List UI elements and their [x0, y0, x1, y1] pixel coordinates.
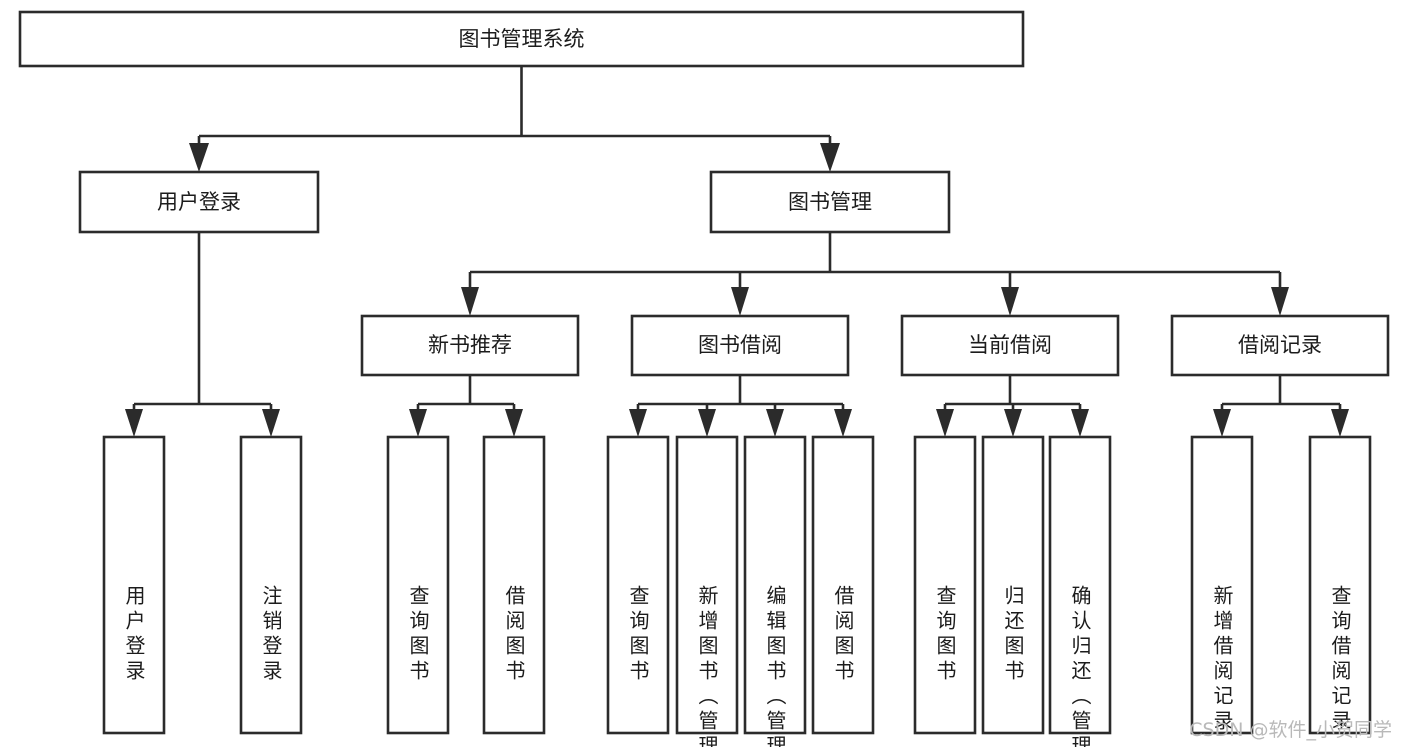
- arrow-head-bookborrow-leaf-3: [766, 409, 784, 437]
- arrow-head-borrow-record: [1271, 287, 1289, 316]
- arrow-head-leaf-user-login: [125, 409, 143, 437]
- arrow-head-currentborrow-leaf-3: [1071, 409, 1089, 437]
- leaf-newbook-borrow-label: 借阅图书: [502, 585, 526, 685]
- leaf-newbook-query-label: 查询图书: [406, 585, 430, 685]
- arrow-head-book-manage: [820, 143, 840, 172]
- leaf-bookborrow-edit-box[interactable]: [743, 435, 807, 735]
- arrow-head-borrowrecord-leaf-1: [1213, 409, 1231, 437]
- leaf-currentborrow-query[interactable]: 查询图书: [913, 435, 977, 735]
- node-new-book-recommend[interactable]: 新书推荐: [360, 314, 580, 377]
- leaf-borrowrecord-add[interactable]: 新增借阅记录: [1190, 435, 1254, 735]
- csdn-watermark: CSDN @软件_小贺同学: [1189, 719, 1392, 741]
- node-new-book-recommend-label: 新书推荐: [428, 333, 512, 357]
- leaf-bookborrow-borrow-box[interactable]: [811, 435, 875, 735]
- node-new-book-recommend-box[interactable]: [360, 314, 580, 377]
- leaf-borrowrecord-query[interactable]: 查询借阅记录: [1308, 435, 1372, 735]
- arrow-head-newbook-leaf-1: [409, 409, 427, 437]
- leaf-currentborrow-return[interactable]: 归还图书: [981, 435, 1045, 735]
- leaf-bookborrow-query-box[interactable]: [606, 435, 670, 735]
- node-current-borrow[interactable]: 当前借阅: [900, 314, 1120, 377]
- node-borrow-record-box[interactable]: [1170, 314, 1390, 377]
- node-user-login[interactable]: 用户登录: [78, 170, 320, 234]
- leaf-borrowrecord-add-box[interactable]: [1190, 435, 1254, 735]
- arrow-head-user-login: [189, 143, 209, 172]
- node-system-root-box[interactable]: [18, 10, 1025, 68]
- node-book-manage-label: 图书管理: [788, 190, 872, 214]
- node-book-manage[interactable]: 图书管理: [709, 170, 951, 234]
- leaf-bookborrow-edit-label: 编辑图书（管理员）: [763, 585, 787, 747]
- leaf-bookborrow-add-box[interactable]: [675, 435, 739, 735]
- node-borrow-record-label: 借阅记录: [1238, 333, 1322, 357]
- leaf-bookborrow-add-label: 新增图书（管理员）: [695, 585, 719, 747]
- arrow-head-bookborrow-leaf-4: [834, 409, 852, 437]
- leaf-newbook-borrow[interactable]: 借阅图书: [482, 435, 546, 735]
- leaf-currentborrow-query-box[interactable]: [913, 435, 977, 735]
- leaf-bookborrow-borrow-label: 借阅图书: [831, 585, 855, 685]
- leaf-currentborrow-confirm-box[interactable]: [1048, 435, 1112, 735]
- node-borrow-record[interactable]: 借阅记录: [1170, 314, 1390, 377]
- arrow-head-current-borrow: [1001, 287, 1019, 316]
- leaf-user-login-login-label: 用户登录: [122, 585, 146, 685]
- leaf-currentborrow-confirm[interactable]: 确认归还（管理员）: [1048, 435, 1112, 747]
- leaf-newbook-borrow-box[interactable]: [482, 435, 546, 735]
- leaf-borrowrecord-query-label: 查询借阅记录: [1328, 585, 1352, 735]
- node-system-root[interactable]: 图书管理系统: [18, 10, 1025, 68]
- leaf-currentborrow-return-label: 归还图书: [1001, 585, 1025, 685]
- leaf-currentborrow-confirm-label: 确认归还（管理员）: [1068, 585, 1092, 747]
- connector-layer: [125, 66, 1349, 437]
- leaf-user-login-logout[interactable]: 注销登录: [239, 435, 303, 735]
- leaf-newbook-query-box[interactable]: [386, 435, 450, 735]
- leaf-currentborrow-return-box[interactable]: [981, 435, 1045, 735]
- node-system-root-label: 图书管理系统: [459, 27, 585, 51]
- arrow-head-bookborrow-leaf-1: [629, 409, 647, 437]
- arrow-head-new-book: [461, 287, 479, 316]
- leaf-user-login-logout-box[interactable]: [239, 435, 303, 735]
- leaf-user-login-login[interactable]: 用户登录: [102, 435, 166, 735]
- node-user-login-label: 用户登录: [157, 190, 241, 214]
- leaf-user-login-login-box[interactable]: [102, 435, 166, 735]
- arrow-head-bookborrow-leaf-2: [698, 409, 716, 437]
- arrow-head-currentborrow-leaf-1: [936, 409, 954, 437]
- leaf-borrowrecord-add-label: 新增借阅记录: [1210, 585, 1234, 735]
- node-current-borrow-label: 当前借阅: [968, 333, 1052, 357]
- leaf-bookborrow-add[interactable]: 新增图书（管理员）: [675, 435, 739, 747]
- leaf-borrowrecord-query-box[interactable]: [1308, 435, 1372, 735]
- leaf-bookborrow-query-label: 查询图书: [626, 585, 650, 685]
- arrow-head-leaf-logout: [262, 409, 280, 437]
- node-book-borrow-label: 图书借阅: [698, 333, 782, 357]
- leaf-user-login-logout-label: 注销登录: [259, 585, 283, 685]
- node-book-borrow[interactable]: 图书借阅: [630, 314, 850, 377]
- node-current-borrow-box[interactable]: [900, 314, 1120, 377]
- node-book-borrow-box[interactable]: [630, 314, 850, 377]
- node-user-login-box[interactable]: [78, 170, 320, 234]
- leaf-bookborrow-query[interactable]: 查询图书: [606, 435, 670, 735]
- leaf-bookborrow-edit[interactable]: 编辑图书（管理员）: [743, 435, 807, 747]
- arrow-head-currentborrow-leaf-2: [1004, 409, 1022, 437]
- arrow-head-newbook-leaf-2: [505, 409, 523, 437]
- leaf-newbook-query[interactable]: 查询图书: [386, 435, 450, 735]
- arrow-head-borrowrecord-leaf-2: [1331, 409, 1349, 437]
- leaf-currentborrow-query-label: 查询图书: [933, 585, 957, 685]
- arrow-head-book-borrow: [731, 287, 749, 316]
- leaf-bookborrow-borrow[interactable]: 借阅图书: [811, 435, 875, 735]
- node-book-manage-box[interactable]: [709, 170, 951, 234]
